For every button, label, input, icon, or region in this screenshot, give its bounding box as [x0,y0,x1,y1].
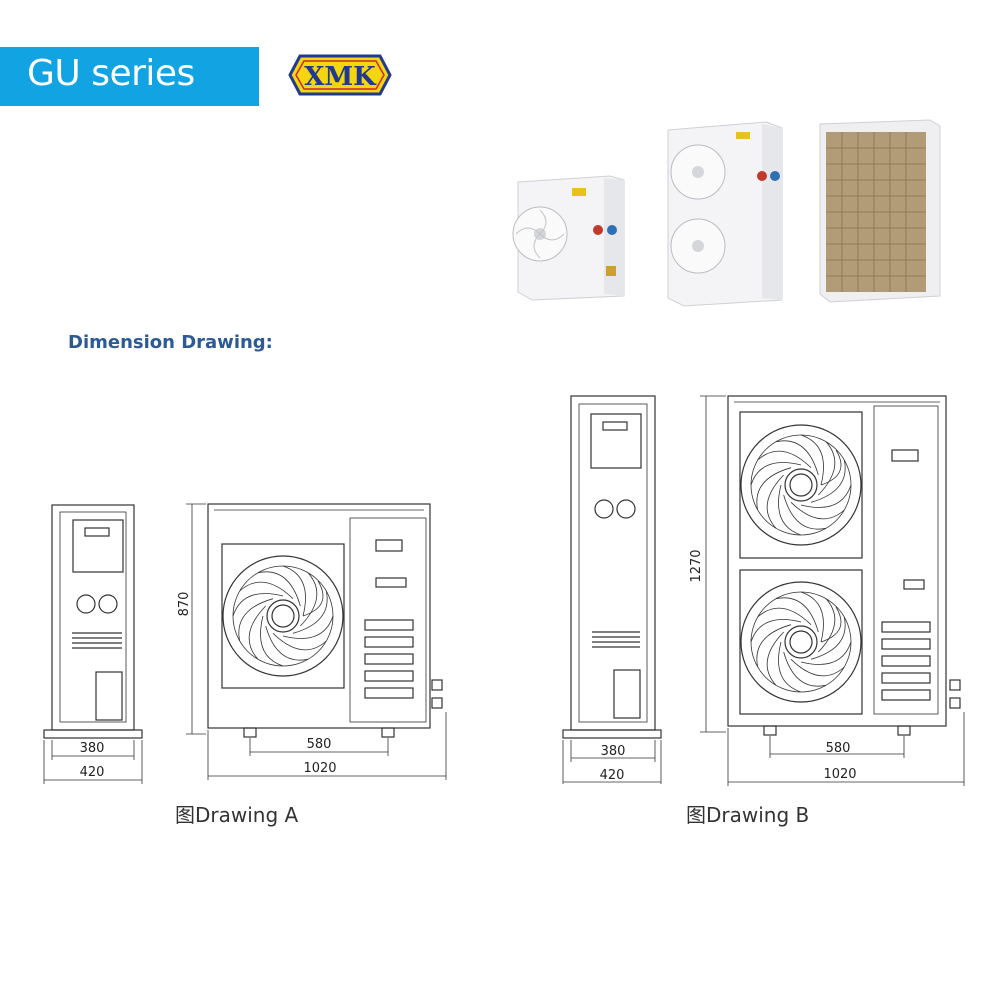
drawing-b-side-outer-dim: 420 [600,768,625,783]
product-photo-small-unit [512,175,625,301]
drawing-b-side-view [562,395,662,784]
drawing-a-side-outer-dim: 420 [80,765,105,780]
drawing-a-height-dim: 870 [177,592,192,617]
drawing-a-side-inner-dim: 380 [80,741,105,756]
drawing-a-caption: 图Drawing A [175,803,299,827]
product-photo-coil-unit [819,119,941,303]
product-photos [512,119,941,307]
series-title: GU series [27,53,195,94]
drawing-a-width-dim: 1020 [303,761,336,776]
drawing-a-front-view [186,503,447,780]
drawing-b-side-inner-dim: 380 [601,744,626,759]
xmk-logo: XMK [288,54,392,96]
drawing-a-side-view [43,504,143,784]
logo-text: XMK [304,62,377,92]
drawing-a-feet-dim: 580 [307,737,332,752]
drawing-b-height-dim: 1270 [689,549,704,582]
drawing-b-width-dim: 1020 [823,767,856,782]
product-photo-tall-unit [667,121,783,307]
valve-icon [431,679,443,709]
drawing-b-caption: 图Drawing B [686,803,810,827]
series-banner: GU series [0,47,259,106]
section-title: Dimension Drawing: [68,332,273,353]
drawing-b-front-view [700,395,965,786]
drawing-b-feet-dim: 580 [826,741,851,756]
valve-icon [949,679,961,709]
